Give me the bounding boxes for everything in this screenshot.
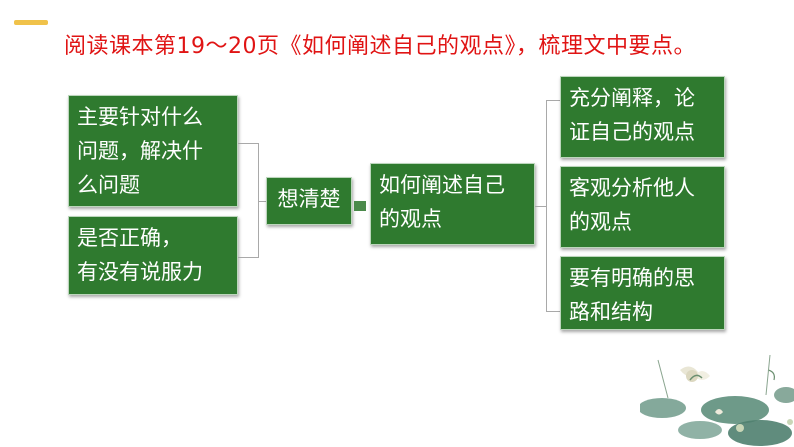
- left-bracket-top-arm: [238, 143, 258, 144]
- node-line: 要有明确的思: [569, 266, 695, 290]
- page-title: 阅读课本第19～20页《如何阐述自己的观点》，梳理文中要点。: [64, 34, 696, 59]
- connector-square: [354, 201, 366, 211]
- node-main-problem: 主要针对什么 问题，解决什 么问题: [68, 95, 238, 207]
- node-line: 证自己的观点: [569, 120, 695, 144]
- node-analyze-others: 客观分析他人 的观点: [560, 166, 725, 248]
- node-line: 想清楚: [277, 187, 341, 211]
- right-bracket-vertical: [546, 100, 547, 312]
- right-bracket-top-arm: [546, 100, 560, 101]
- node-clear-structure: 要有明确的思 路和结构: [560, 256, 725, 330]
- node-line: 的观点: [569, 210, 632, 234]
- accent-bar: [14, 20, 48, 25]
- node-topic: 如何阐述自己 的观点: [370, 163, 535, 245]
- node-line: 客观分析他人: [569, 176, 695, 200]
- node-think-clearly: 想清楚: [266, 177, 352, 225]
- lotus-leaves-illustration: [640, 354, 794, 446]
- node-line: 问题，解决什: [77, 139, 203, 163]
- node-line: 充分阐释，论: [569, 86, 695, 110]
- node-line: 的观点: [379, 207, 442, 231]
- right-bracket-bottom-arm: [546, 311, 560, 312]
- node-explain-own-view: 充分阐释，论 证自己的观点: [560, 76, 725, 158]
- node-correctness: 是否正确， 有没有说服力: [68, 216, 238, 295]
- left-bracket-vertical: [258, 143, 259, 258]
- right-bracket-stem: [535, 206, 547, 207]
- node-line: 如何阐述自己: [379, 173, 505, 197]
- left-bracket-stem: [258, 201, 266, 202]
- node-line: 主要针对什么: [77, 105, 203, 129]
- node-line: 么问题: [77, 173, 140, 197]
- left-bracket-bottom-arm: [238, 257, 258, 258]
- node-line: 有没有说服力: [77, 260, 203, 284]
- node-line: 路和结构: [569, 300, 653, 324]
- node-line: 是否正确，: [77, 226, 182, 250]
